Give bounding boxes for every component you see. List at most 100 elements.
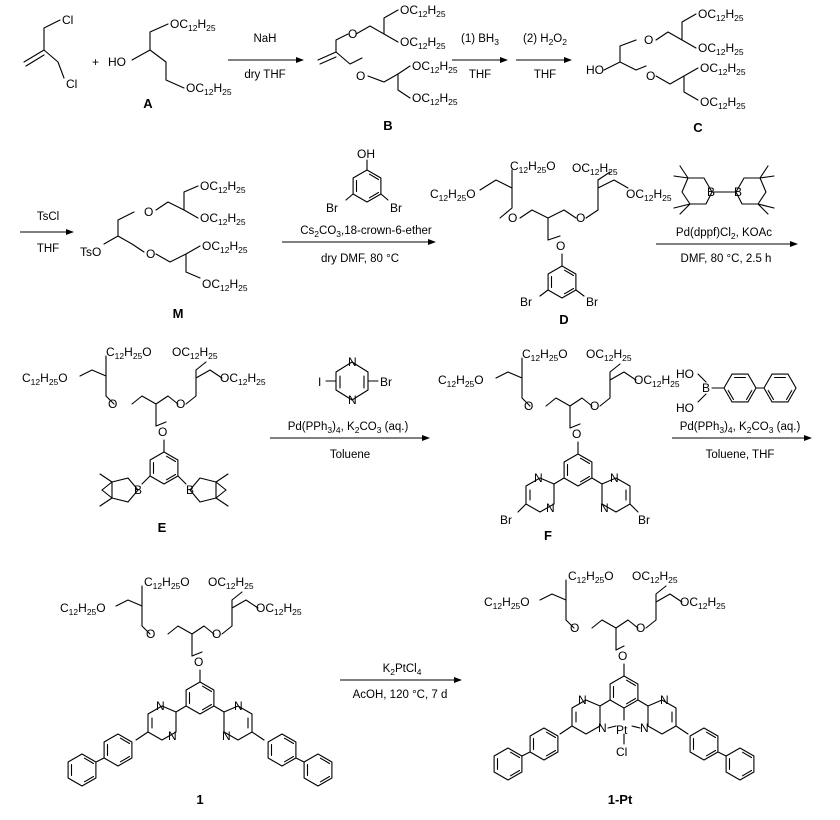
chain-oc12h25: OC12H25 [220, 371, 266, 387]
compound-1pt-structure: C12H25O C12H25O OC12H25 OC12H25 O O O N … [484, 569, 755, 781]
atom-ho: HO [586, 63, 604, 77]
chain-oc12h25: OC12H25 [634, 373, 680, 389]
chain-c12h25o: C12H25O [144, 575, 190, 591]
atom-pt: Pt [616, 723, 628, 737]
atom-cl: Cl [62, 13, 73, 27]
chain-oc12h25: OC12H25 [202, 277, 248, 293]
chain-c12h25o: C12H25O [438, 373, 484, 389]
chain-oc12h25: OC12H25 [626, 187, 672, 203]
atom-o: O [108, 397, 117, 411]
chain-oc12h25: OC12H25 [256, 601, 302, 617]
reaction-arrow [20, 229, 74, 235]
chain-c12h25o: C12H25O [510, 159, 556, 175]
chain-oc12h25: OC12H25 [202, 239, 248, 255]
atom-n: N [348, 393, 357, 407]
atom-o: O [194, 655, 203, 669]
chain-c12h25o: C12H25O [568, 569, 614, 585]
reaction-arrow [340, 677, 462, 683]
atom-br: Br [520, 295, 532, 309]
atom-cl: Cl [66, 77, 77, 91]
atom-ho: HO [676, 367, 694, 381]
chain-oc12h25: OC12H25 [700, 61, 746, 77]
chain-oc12h25: OC12H25 [200, 211, 246, 227]
atom-br: Br [380, 375, 392, 389]
compound-label-a: A [143, 96, 153, 111]
condition-text: (2) H2O2 [523, 33, 567, 47]
reaction-arrow [672, 435, 812, 441]
atom-br: Br [500, 513, 512, 527]
atom-n: N [578, 693, 587, 707]
condition-text: Cs2CO3,18-crown-6-ether [300, 225, 432, 239]
compound-label-b: B [383, 118, 392, 133]
compound-label-c: C [693, 120, 703, 135]
atom-br: Br [326, 201, 338, 215]
condition-text: Toluene, THF [706, 449, 775, 461]
atom-o: O [590, 399, 599, 413]
condition-text: (1) BH3 [461, 33, 499, 47]
compound-1-structure: C12H25O C12H25O OC12H25 OC12H25 O O O N … [60, 575, 333, 787]
chain-oc12h25: OC12H25 [572, 161, 618, 177]
condition-text: dry THF [244, 69, 285, 81]
atom-br: Br [390, 201, 402, 215]
chain-oc12h25: OC12H25 [170, 17, 216, 33]
condition-text: TsCl [37, 211, 59, 223]
atom-o: O [146, 247, 155, 261]
chain-oc12h25: OC12H25 [400, 35, 446, 51]
condition-text: THF [469, 69, 491, 81]
atom-n: N [534, 471, 543, 485]
atom-b: B [707, 185, 715, 199]
condition-text: AcOH, 120 °C, 7 d [353, 689, 448, 701]
compound-label-1-pt: 1-Pt [608, 792, 633, 807]
atom-tso: TsO [80, 245, 101, 259]
reagent-biphenylboronic-acid: B HO HO [676, 367, 797, 415]
chain-c12h25o: C12H25O [106, 345, 152, 361]
atom-n: N [660, 693, 669, 707]
chain-oc12h25: OC12H25 [632, 569, 678, 585]
atom-b: B [702, 381, 710, 395]
atom-o: O [576, 211, 585, 225]
condition-text: NaH [253, 33, 276, 45]
condition-text: THF [37, 243, 59, 255]
atom-o: O [570, 621, 579, 635]
compound-e-structure: C12H25O C12H25O OC12H25 OC12H25 O O O B … [22, 345, 266, 507]
condition-text: THF [534, 69, 556, 81]
reaction-arrow [228, 57, 304, 63]
chain-oc12h25: OC12H25 [698, 41, 744, 57]
atom-n: N [610, 471, 619, 485]
atom-o: O [144, 205, 153, 219]
reagent-iodopyrimidine: I N N Br [318, 355, 392, 407]
atom-n: N [156, 699, 165, 713]
reaction-arrow [270, 435, 430, 441]
compound-label-m: M [173, 306, 184, 321]
atom-oh: OH [357, 147, 375, 161]
plus-sign: + [92, 55, 99, 69]
atom-o: O [508, 211, 517, 225]
atom-o: O [646, 69, 655, 83]
chain-oc12h25: OC12H25 [698, 7, 744, 23]
atom-n: N [348, 355, 357, 369]
atom-o: O [146, 627, 155, 641]
compound-b-structure: O O OC12H25 OC12H25 OC12H25 OC12H25 [317, 3, 458, 107]
atom-o: O [618, 649, 627, 663]
atom-o: O [356, 69, 365, 83]
atom-o: O [176, 397, 185, 411]
reagent-b2pin2: B B [673, 165, 775, 215]
chain-c12h25o: C12H25O [522, 347, 568, 363]
chain-oc12h25: OC12H25 [208, 575, 254, 591]
chain-oc12h25: OC12H25 [400, 3, 446, 19]
atom-o: O [556, 239, 565, 253]
atom-n: N [640, 721, 649, 735]
atom-n: N [222, 729, 231, 743]
atom-o: O [524, 399, 533, 413]
atom-o: O [158, 425, 167, 439]
compound-d-structure: C12H25O C12H25O OC12H25 OC12H25 O O O Br… [430, 159, 672, 309]
compound-label-1: 1 [196, 792, 203, 807]
reaction-arrow [452, 57, 508, 63]
atom-o: O [212, 627, 221, 641]
atom-b: B [134, 483, 142, 497]
chain-c12h25o: C12H25O [22, 371, 68, 387]
reaction-arrow [516, 57, 572, 63]
chain-oc12h25: OC12H25 [412, 91, 458, 107]
condition-text: Toluene [330, 449, 370, 461]
reagent-dibromophenol: OH Br Br [326, 147, 402, 215]
